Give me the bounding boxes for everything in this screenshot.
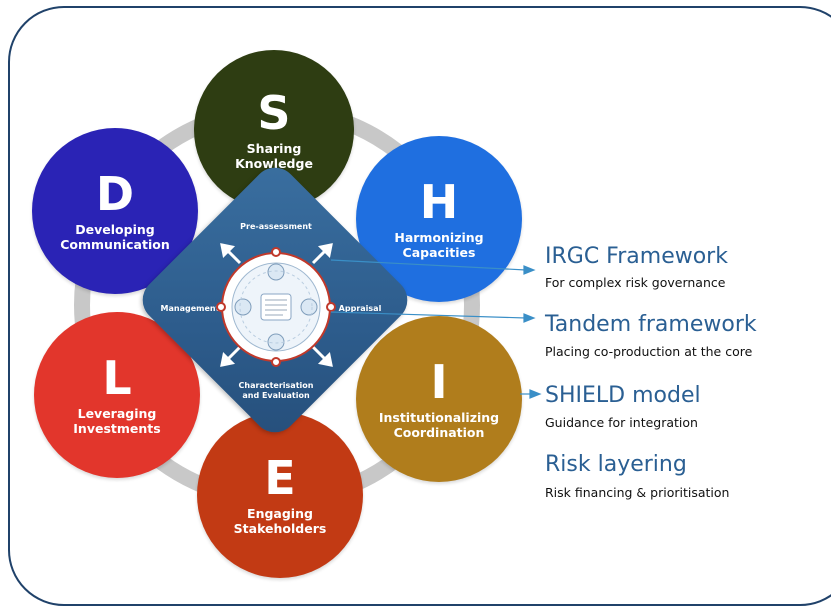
diamond-label-bottom: Characterisation and Evaluation [238,381,314,400]
framework-title-shield: SHIELD model [545,383,701,408]
petal-label: Engaging Stakeholders [233,506,327,536]
petal-label: Sharing Knowledge [235,141,313,171]
petal-letter: S [257,86,291,140]
connector-head-shield [529,389,542,399]
petal-leveraging-investments: L Leveraging Investments [34,312,200,478]
arrow-head-top-right [317,243,333,259]
arrow-head-bottom-right [317,351,333,367]
connector-head-tandem [523,313,536,323]
petal-letter: I [430,355,448,409]
framework-connectors [330,259,542,399]
petal-label: Developing Communication [60,222,170,252]
arrow-head-top-left [220,243,236,259]
diamond-label-top: Pre-assessment [240,222,312,231]
petal-letter: H [419,175,459,229]
petal-label: Harmonizing Capacities [394,230,484,260]
petal-label: Institutionalizing Coordination [378,410,500,440]
diamond-label-right: Appraisal [338,304,382,313]
connector-irgc [330,259,527,271]
petal-letter: E [264,451,296,505]
core-connector-dots [216,247,336,367]
framework-title-irgc: IRGC Framework [545,244,728,269]
petal-letter: L [102,351,132,405]
petal-institutionalizing-coordination: I Institutionalizing Coordination [356,316,522,482]
connector-head-irgc [523,265,536,275]
framework-subtitle-tandem: Placing co-production at the core [545,344,753,359]
framework-title-risk-layering: Risk layering [545,452,687,477]
framework-subtitle-irgc: For complex risk governance [545,275,726,290]
diamond-label-left: Management [160,304,220,313]
framework-title-tandem: Tandem framework [545,312,757,337]
irgc-core-illustration [231,262,321,352]
framework-subtitle-risk-layering: Risk financing & prioritisation [545,485,730,500]
irgc-core-circle [221,252,331,362]
connector-tandem [330,311,527,319]
petal-engaging-stakeholders: E Engaging Stakeholders [197,412,363,578]
arrow-head-bottom-left [220,351,236,367]
framework-subtitle-shield: Guidance for integration [545,415,698,430]
petal-label: Leveraging Investments [73,406,161,436]
petal-letter: D [95,167,135,221]
diamond-arrows [0,0,831,586]
